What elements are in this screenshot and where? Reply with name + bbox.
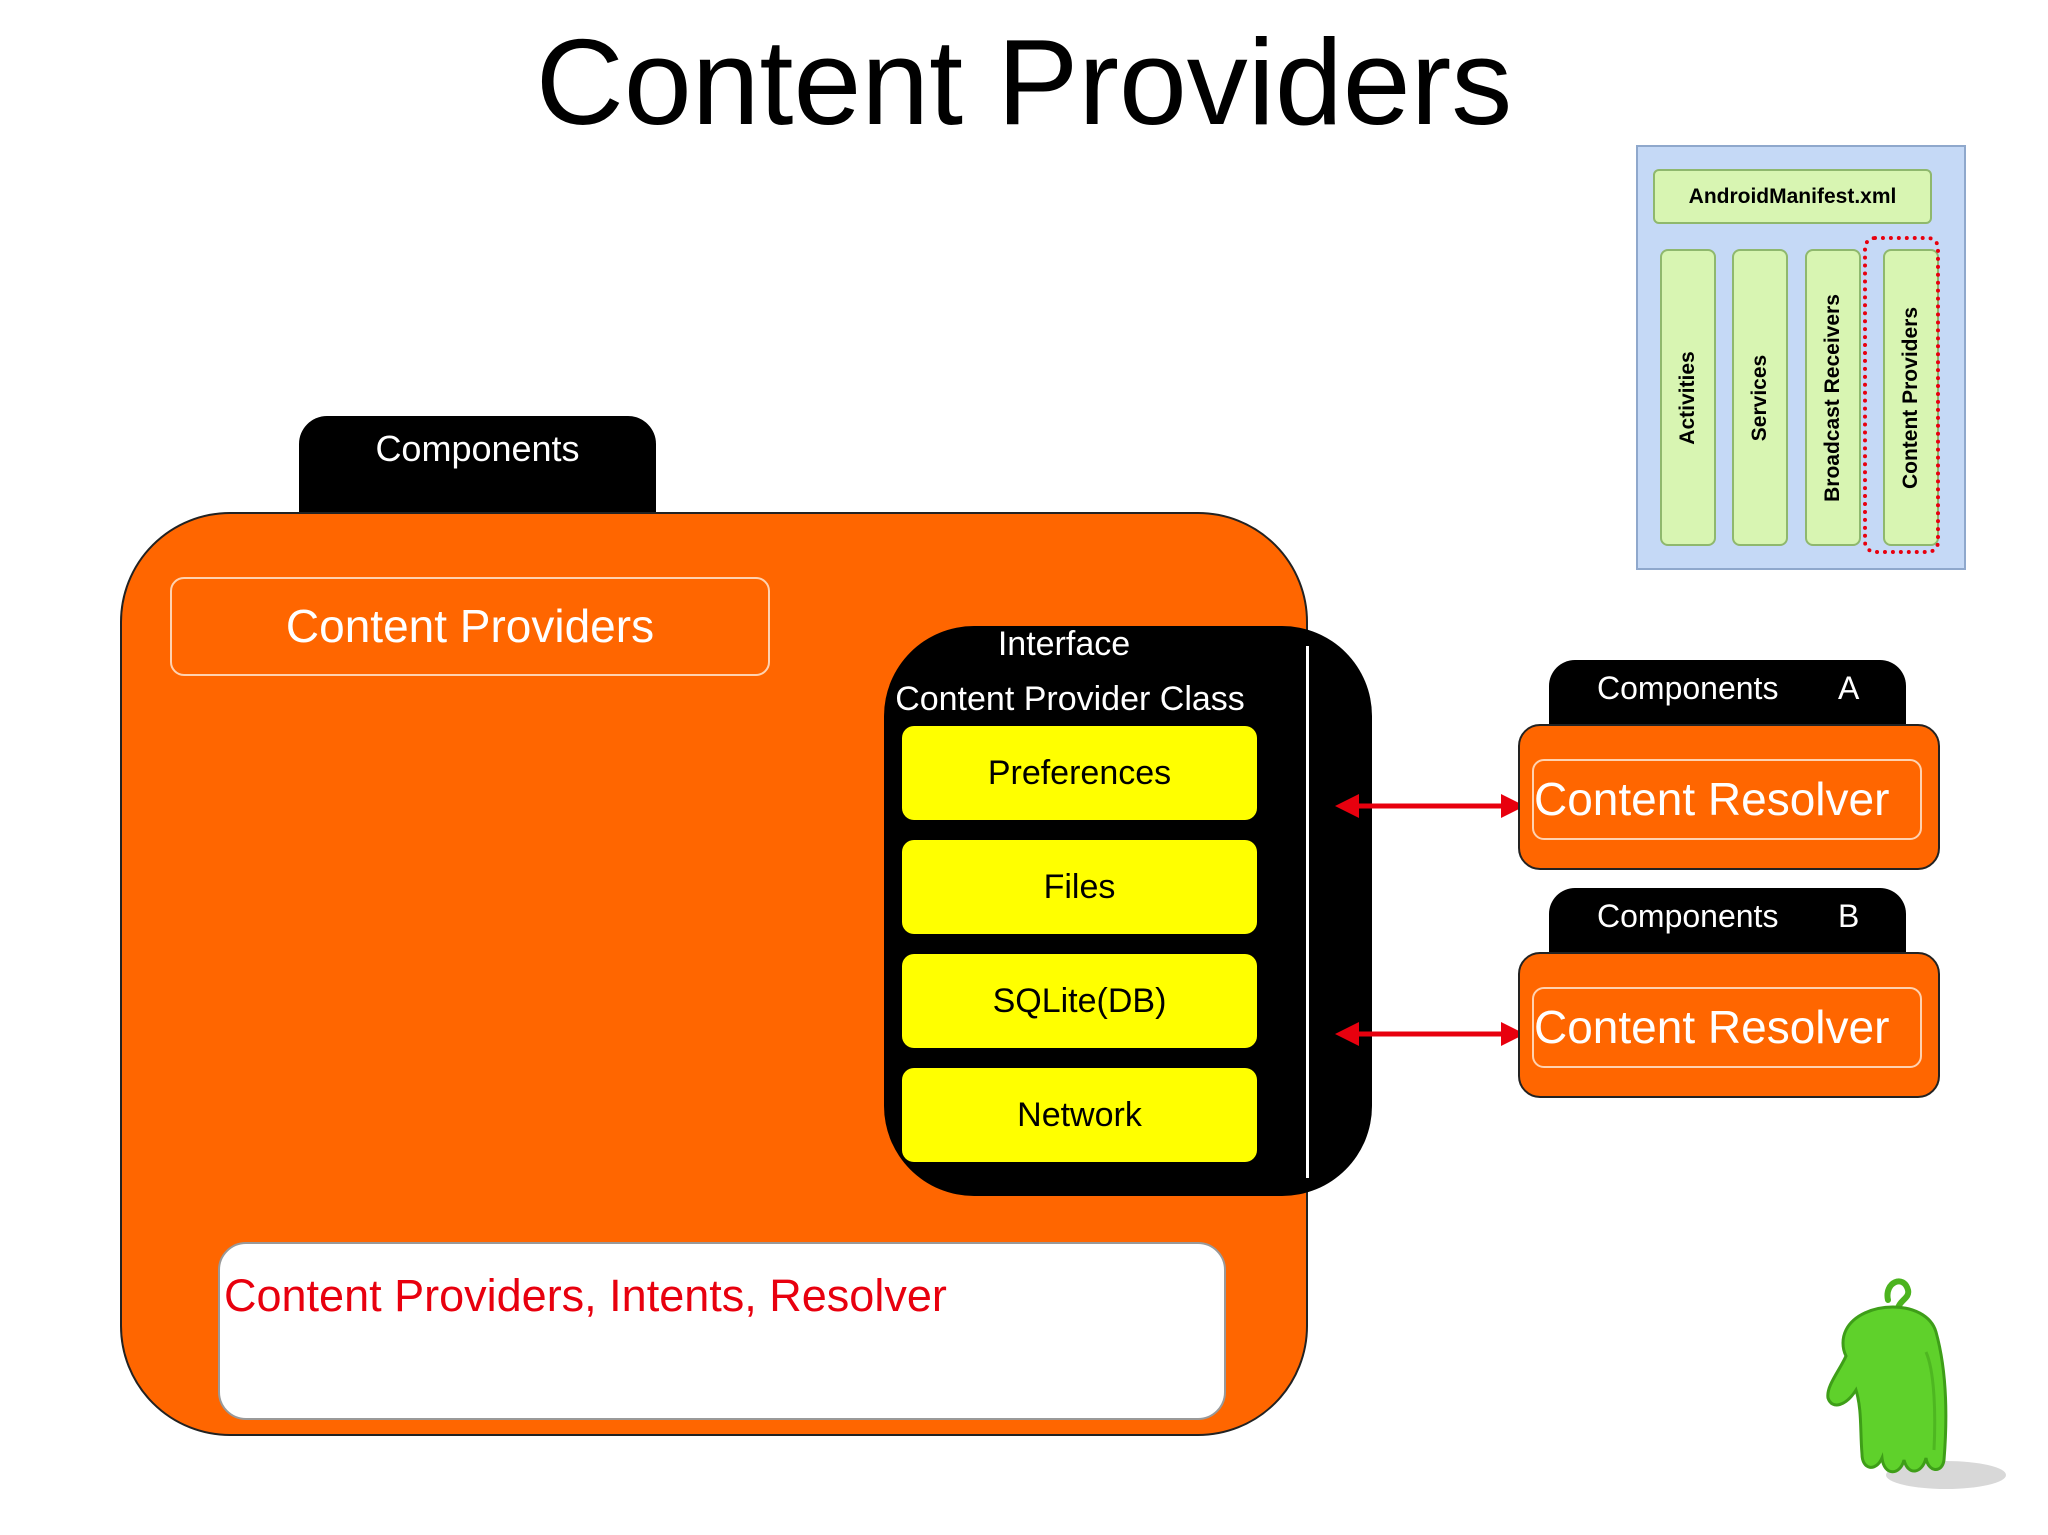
manifest-column-label: Broadcast Receivers [1821,293,1844,502]
content-resolver-b: Content Resolver [1532,987,1922,1068]
summary-box: Content Providers, Intents, Resolver [218,1242,1226,1420]
manifest-header: AndroidManifest.xml [1653,169,1932,224]
green-mascot-icon [1826,1278,2006,1489]
slide-title: Content Providers [535,14,1513,150]
source-sqlite: SQLite(DB) [902,954,1257,1048]
manifest-column-activities: Activities [1660,249,1716,546]
component-b-letter: B [1838,898,1860,934]
component-a-box [1518,724,1940,870]
manifest-column-services: Services [1732,249,1788,546]
component-b-box [1518,952,1940,1098]
bidirectional-arrow-a [1335,794,1525,818]
source-preferences: Preferences [902,726,1257,820]
interface-subtitle: Content Provider Class [895,680,1245,718]
manifest-column-label: Services [1748,354,1771,441]
component-a-letter: A [1838,670,1860,706]
interface-title: Interface [997,625,1131,663]
component-b-label: Components [1597,898,1779,934]
component-a-label: Components [1597,670,1779,706]
content-resolver-a: Content Resolver [1532,759,1922,840]
manifest-column-label: Activities [1676,350,1699,445]
manifest-column-broadcast-receivers: Broadcast Receivers [1805,249,1861,546]
manifest-column-content-providers: Content Providers [1883,249,1939,546]
content-providers-label: Content Providers [170,577,770,676]
components-folder-tab: Components [299,416,656,516]
bidirectional-arrow-b [1335,1022,1525,1046]
component-a-tab: Components A [1549,660,1906,730]
source-files: Files [902,840,1257,934]
source-network: Network [902,1068,1257,1162]
interface-divider [1306,646,1309,1178]
component-b-tab: Components B [1549,888,1906,958]
manifest-highlight [1863,236,1940,554]
